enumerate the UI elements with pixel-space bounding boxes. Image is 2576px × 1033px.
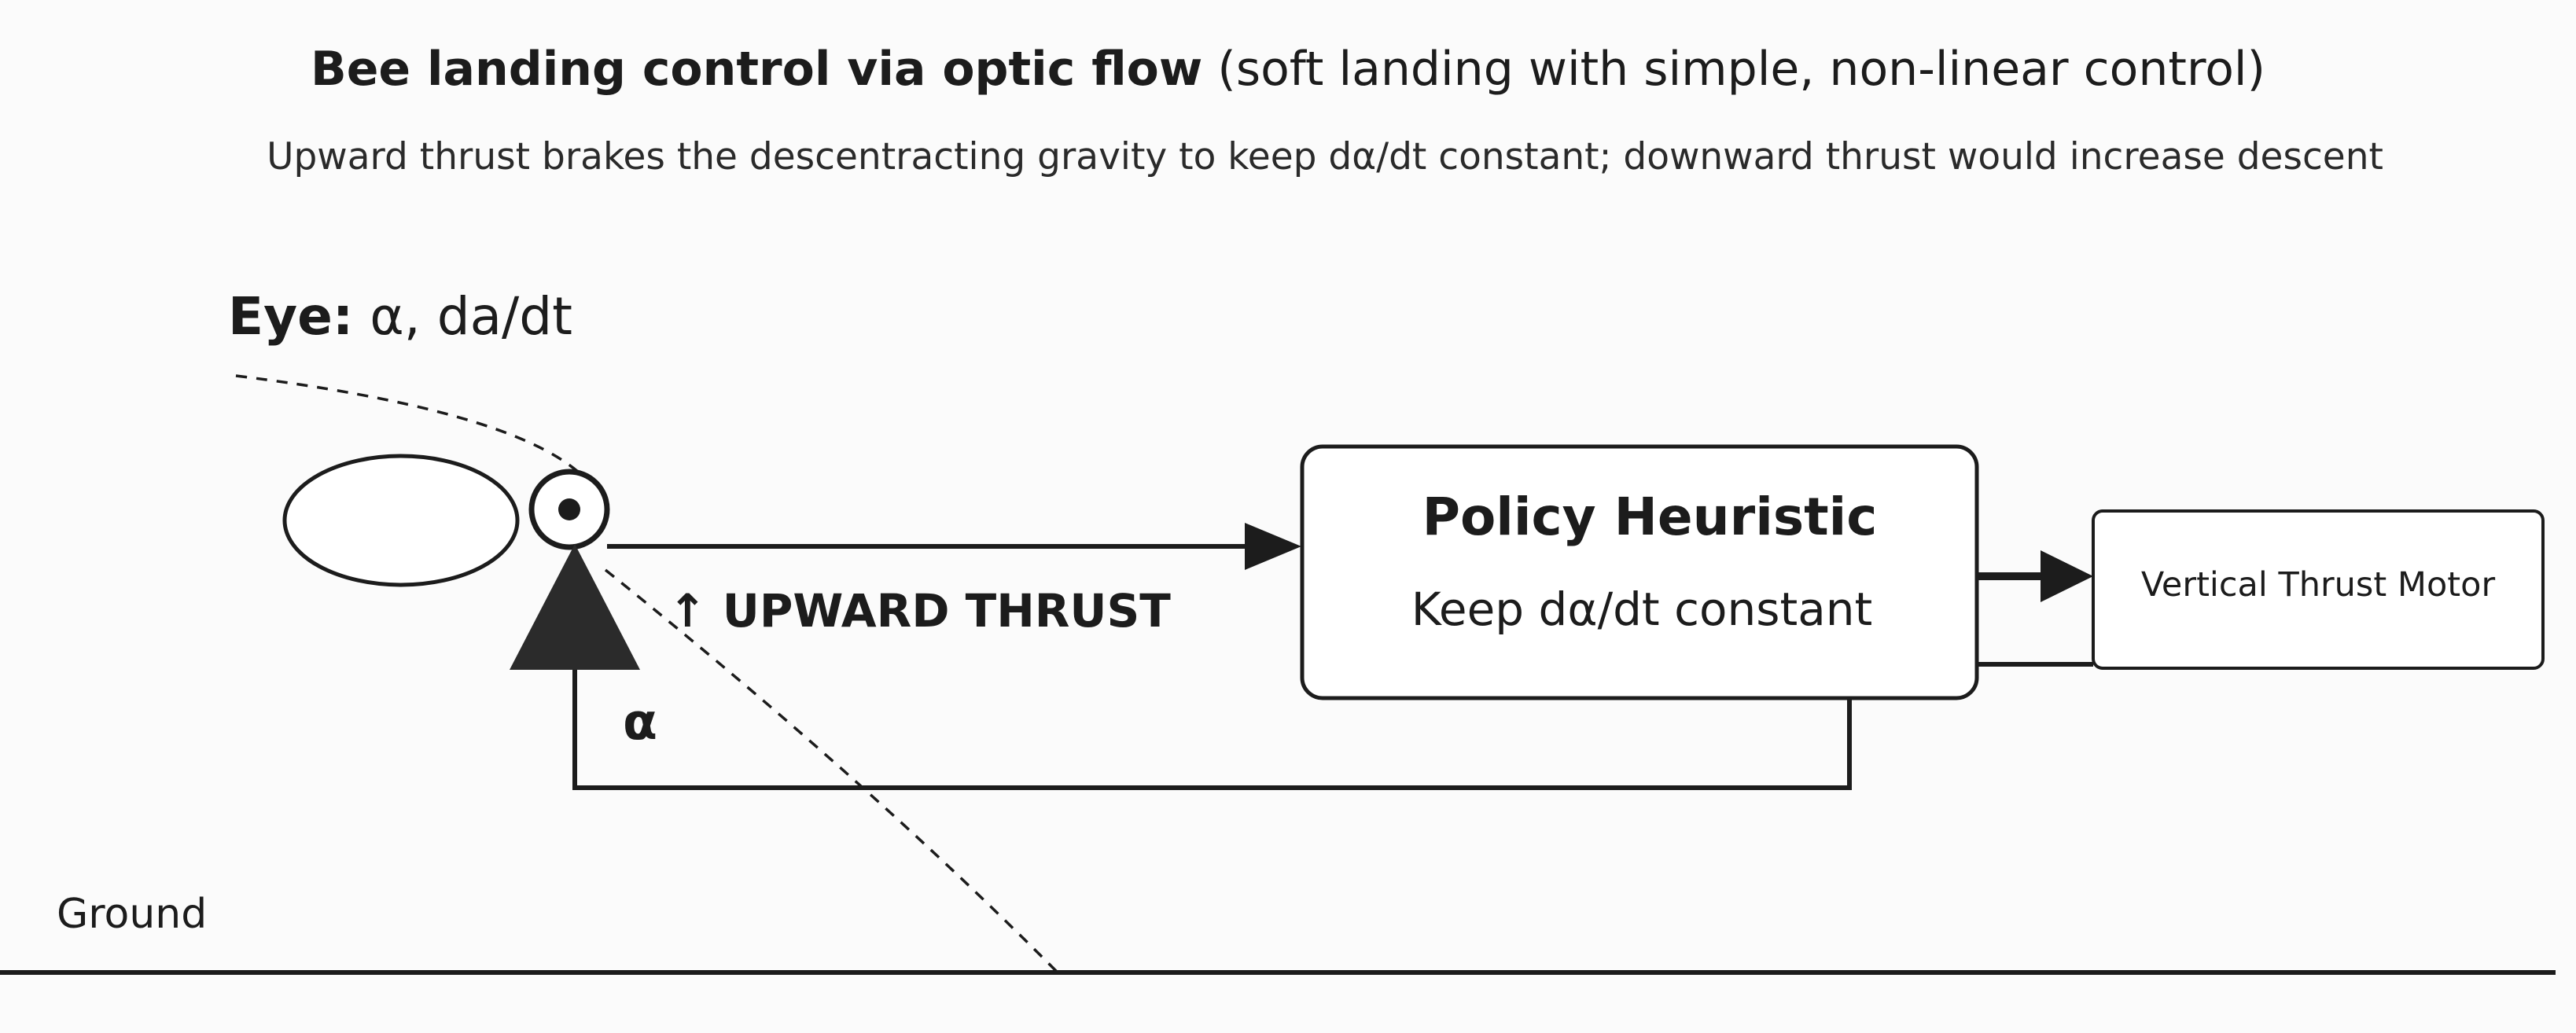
eye-label-rest: α, da/dt bbox=[353, 286, 572, 347]
policy-heuristic-box bbox=[1300, 444, 1979, 700]
policy-rule: Keep dα/dt constant bbox=[1411, 583, 1873, 636]
alpha-label: α bbox=[623, 693, 657, 752]
vertical-thrust-motor-box bbox=[2092, 509, 2545, 670]
policy-title: Policy Heuristic bbox=[1422, 487, 1878, 547]
ground-label: Ground bbox=[57, 891, 207, 938]
title-bold-part: Bee landing control via optic flow bbox=[311, 42, 1202, 97]
eye-to-policy-arrowhead bbox=[1245, 523, 1301, 570]
flight-trajectory-dashed bbox=[235, 374, 1059, 974]
title-rest-part: (soft landing with simple, non-linear co… bbox=[1202, 42, 2265, 97]
bee-body bbox=[282, 454, 520, 587]
eye-icon bbox=[528, 469, 610, 550]
motor-label: Vertical Thrust Motor bbox=[2141, 565, 2496, 605]
diagram-title: Bee landing control via optic flow (soft… bbox=[311, 42, 2265, 97]
eye-label: Eye: α, da/dt bbox=[228, 286, 572, 347]
alpha-triangle-icon bbox=[510, 544, 640, 670]
diagram-subtitle: Upward thrust brakes the descentracting … bbox=[267, 135, 2383, 178]
upward-thrust-label: ↑ UPWARD THRUST bbox=[668, 584, 1171, 638]
eye-label-bold: Eye: bbox=[228, 286, 353, 347]
policy-to-motor-arrowhead bbox=[2041, 550, 2093, 602]
